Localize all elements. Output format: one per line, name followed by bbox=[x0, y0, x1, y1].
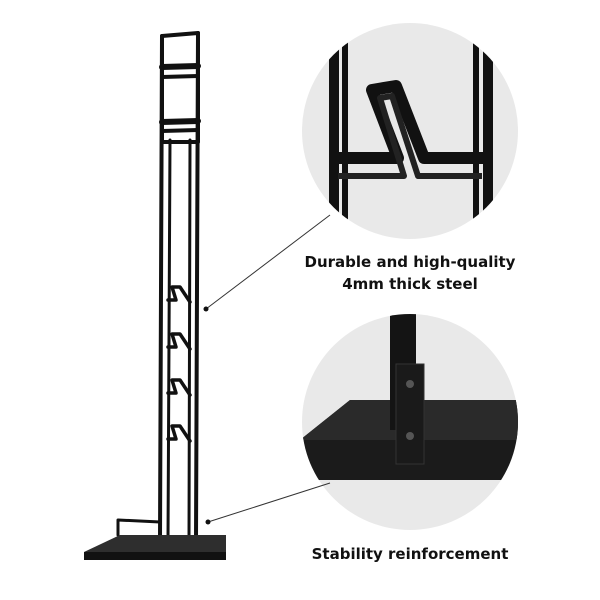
bottom-caption: Stability reinforcement bbox=[295, 543, 525, 565]
hook-detail-zoom bbox=[302, 23, 518, 239]
bottom-caption-text: Stability reinforcement bbox=[311, 545, 509, 563]
vacuum-stand-product bbox=[116, 31, 201, 542]
top-caption-line1: Durable and high-quality bbox=[304, 253, 516, 271]
base-detail-zoom bbox=[302, 314, 518, 530]
callout-dot-bottom bbox=[205, 519, 211, 525]
top-caption-line2: 4mm thick steel bbox=[342, 275, 478, 293]
callout-dot-top bbox=[203, 306, 209, 312]
top-caption: Durable and high-quality 4mm thick steel bbox=[295, 251, 525, 295]
stand-base-plate bbox=[84, 535, 226, 560]
callout-lines bbox=[205, 214, 331, 523]
